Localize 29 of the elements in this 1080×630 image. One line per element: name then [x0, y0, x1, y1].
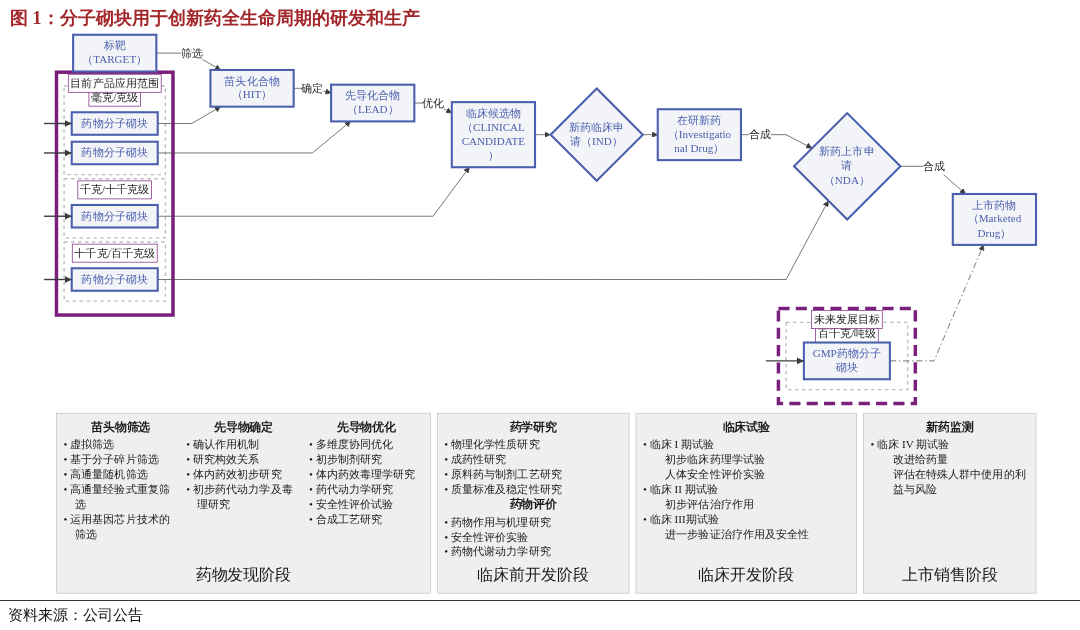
node-box: 先导化合物（LEAD） [330, 83, 416, 123]
source-note: 资料来源：公司公告 [8, 606, 143, 625]
node-box: 苗头化合物（HIT） [209, 68, 295, 108]
arrow [43, 120, 73, 127]
node-box: 药物分子砌块 [70, 111, 159, 136]
node-diamond: 新药上市申请（NDA） [792, 111, 902, 221]
node-box: 药物分子砌块 [70, 140, 159, 166]
arrow [765, 357, 805, 365]
figure-title: 图 1：分子砌块用于创新药全生命周期的研发和生产 [10, 7, 420, 30]
edge-label: 合成 [922, 160, 946, 172]
node-box: 临床候选物（CLINICAL CANDIDATE） [450, 101, 537, 169]
node-box: 药学研究 • 物理化学性质研究 • 成药性研究 • 原料药与制剂工艺研究 • 质量标准及稳定性研究 药物评价 • 药物作用与机理研究 • 安全性评价实验 • 药物代谢动力学研究 临床前开发阶段 [436, 412, 630, 594]
node-box: 药物分子砌块 [70, 267, 159, 292]
node-box: GMP药物分子砌块 [802, 341, 891, 381]
node-box: 标靶（TARGET） [72, 33, 158, 73]
edge-label: 优化 [421, 96, 445, 109]
edge-label: 确定 [301, 82, 324, 94]
node-box: 新药监测 • 临床 IV 期试验 改进给药量 评估在特殊人群中使用的利益与风险 上市销售阶段 [863, 412, 1037, 594]
node-box: 在研新药（Investigational Drug） [656, 108, 742, 162]
arrow [43, 212, 73, 220]
arrow [43, 149, 73, 157]
node-box: 苗头物筛选 • 虚拟筛选 • 基于分子碎片筛选 • 高通量随机筛选 • 高通量经验式重复筛选 • 运用基因芯片技术的筛选 先导物确定 • 确认作用机制 • 研究构效关系 • 体内药效初步研究 • 初步药代动力学及毒理研究 先导物优化 • 多维度协同优化 • 初步制剂研究 • 体内药效毒理学研究 • 药代动力学研究 • 安全性评价试验 • 合成工艺研究 药物发现阶段 [56, 412, 431, 594]
node-box: 临床试验 • 临床 I 期试验 初步临床药理学试验 人体安全性评价实验 • 临床 II 期试验 初步评估治疗作用 • 临床 III期试验 进一步验证治疗作用及安全性 临床开发阶段 [635, 412, 857, 594]
node-diamond: 新药临床申请（IND） [549, 87, 645, 183]
edge-label: 筛选 [180, 46, 203, 59]
edge-label: 合成 [748, 128, 771, 141]
arrow [43, 276, 73, 283]
node-box: 上市药物（Marketed Drug） [951, 192, 1038, 246]
node-box: 药物分子砌块 [70, 203, 159, 229]
